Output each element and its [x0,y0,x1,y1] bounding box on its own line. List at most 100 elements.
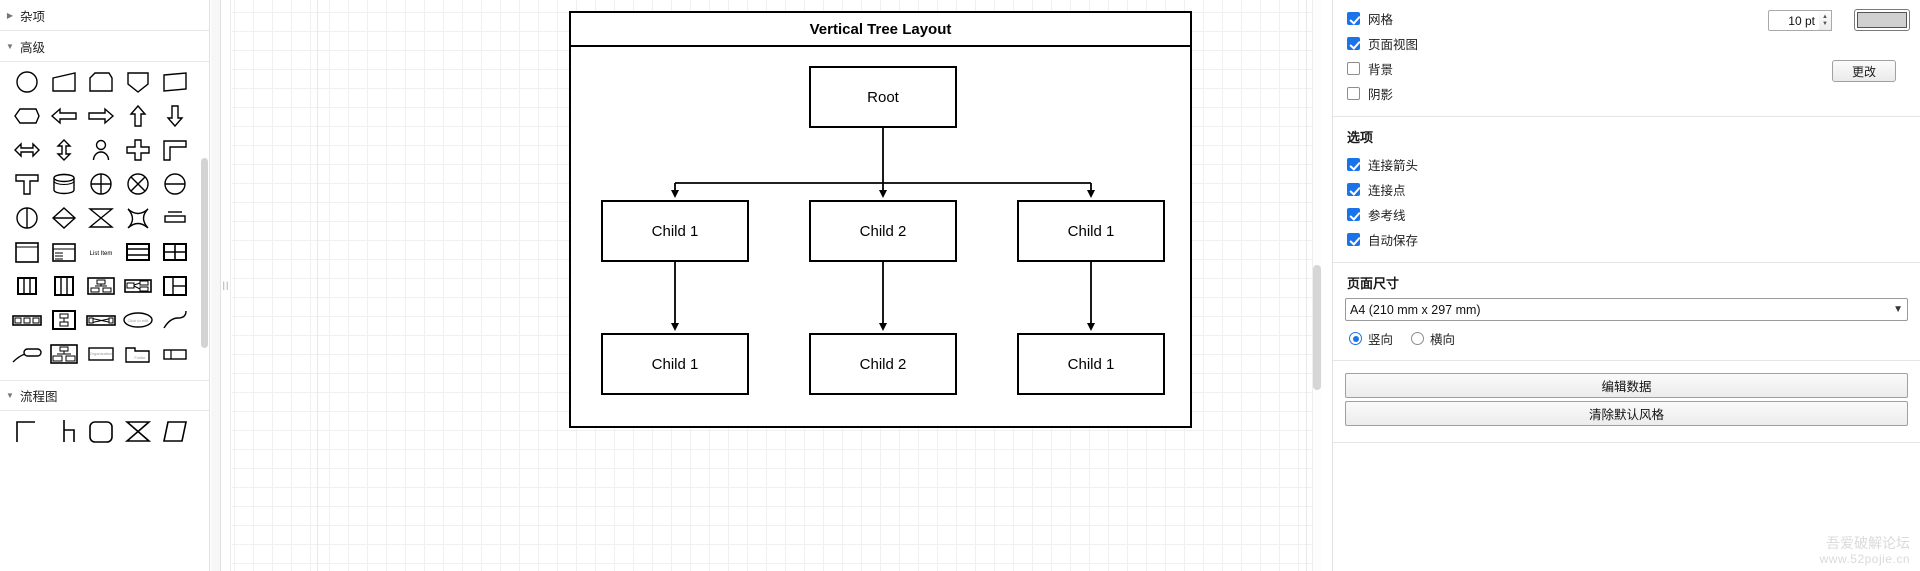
node-label: Child 1 [1067,355,1115,373]
checkbox-row-connection-points[interactable]: 连接点 [1345,177,1908,202]
node-child-1-3[interactable]: Child 1 [1017,200,1165,262]
connection-points-checkbox[interactable] [1347,183,1360,196]
shape-fc-parallelogram[interactable] [156,414,193,448]
shape-circle-cross-quarters[interactable] [82,167,119,201]
node-child-1-2[interactable]: Child 2 [809,200,957,262]
node-child-1-1[interactable]: Child 1 [601,200,749,262]
node-child-2-2[interactable]: Child 2 [809,333,957,395]
page-view-checkbox[interactable] [1347,37,1360,50]
orientation-portrait-radio[interactable] [1349,332,1362,345]
grid-size-spinner[interactable]: ▲▼ [1819,10,1832,31]
shape-ui-network[interactable] [82,303,119,337]
shape-fc-bowtie[interactable] [119,414,156,448]
shape-ui-flow-horizontal[interactable] [119,269,156,303]
checkbox-row-page-view[interactable]: 页面视图 [1345,31,1908,56]
shape-concave-star[interactable] [119,201,156,235]
sidebar-splitter[interactable] [211,0,221,571]
node-child-2-1[interactable]: Child 1 [601,333,749,395]
shape-actor[interactable] [82,133,119,167]
splitter-grip-icon[interactable]: || [222,280,230,290]
shape-grid-advanced: List Item Click to edit Organization Fol… [0,62,209,374]
shape-circle[interactable] [8,65,45,99]
background-change-button[interactable]: 更改 [1832,60,1896,82]
orientation-landscape-radio[interactable] [1411,332,1425,345]
shape-ui-rect-label[interactable]: Organization [82,337,119,371]
checkbox-row-guides[interactable]: 参考线 [1345,202,1908,227]
shape-bowtie[interactable] [82,201,119,235]
palette-section-flowchart[interactable]: ▼ 流程图 [0,380,209,411]
sidebar-splitter-secondary[interactable] [221,0,231,571]
shape-fc-rounded-rect[interactable] [82,414,119,448]
node-label: Child 1 [1067,222,1115,240]
palette-section-misc[interactable]: ▶ 杂项 [0,0,209,31]
shape-trapezoid-right[interactable] [45,65,82,99]
autosave-checkbox[interactable] [1347,233,1360,246]
shape-ui-org-chart[interactable] [82,269,119,303]
shape-arrow-left[interactable] [45,99,82,133]
checkbox-row-autosave[interactable]: 自动保存 [1345,227,1908,252]
shape-diamond-split[interactable] [45,201,82,235]
shape-corner[interactable] [156,133,193,167]
shape-ui-pipeline[interactable] [8,303,45,337]
canvas-scrollbar-track[interactable] [1312,0,1322,571]
shape-ui-split-box[interactable] [156,337,193,371]
shape-tee[interactable] [8,167,45,201]
sidebar-scrollbar-thumb[interactable] [201,158,208,348]
shape-octagon-cut[interactable] [82,65,119,99]
shape-parallelogram[interactable] [156,65,193,99]
shape-arrow-right[interactable] [82,99,119,133]
shape-ui-columns-3[interactable] [8,269,45,303]
shape-ui-columns-3b[interactable] [45,269,82,303]
grid-checkbox[interactable] [1347,12,1360,25]
shape-ui-window[interactable] [8,235,45,269]
shape-cross[interactable] [119,133,156,167]
shape-ui-list-item[interactable]: List Item [82,235,119,269]
shape-ui-hierarchy[interactable] [45,337,82,371]
connection-arrows-checkbox[interactable] [1347,158,1360,171]
shadow-label: 阴影 [1368,88,1394,102]
shape-ui-folder[interactable]: Folder [119,337,156,371]
sidebar-scrollbar-track[interactable] [200,0,209,571]
grid-size-input[interactable]: 10 pt [1768,10,1820,31]
grid-color-swatch[interactable] [1854,9,1910,31]
shape-ui-form[interactable] [45,235,82,269]
shape-ui-vertical-flow[interactable] [45,303,82,337]
edit-data-button[interactable]: 编辑数据 [1345,373,1908,398]
background-checkbox[interactable] [1347,62,1360,75]
shape-ui-table-rows[interactable] [119,235,156,269]
shape-cylinder[interactable] [45,167,82,201]
checkbox-row-background[interactable]: 背景 [1345,56,1908,81]
shape-circle-half[interactable] [156,167,193,201]
shape-ui-panel-split[interactable] [156,269,193,303]
shape-circle-vertical-split[interactable] [8,201,45,235]
node-root[interactable]: Root [809,66,957,128]
shape-ui-curve-line[interactable] [156,303,193,337]
shape-bus-bar[interactable] [156,201,193,235]
grid-size-value: 10 pt [1788,13,1815,28]
shape-ui-ellipse-label[interactable]: Click to edit [119,303,156,337]
shape-arrow-down[interactable] [156,99,193,133]
shape-ui-table-grid[interactable] [156,235,193,269]
checkbox-row-grid[interactable]: 网格 [1345,6,1908,31]
node-child-2-3[interactable]: Child 1 [1017,333,1165,395]
orientation-radio-group: 竖向 横向 [1345,321,1908,350]
shape-hexagon-flat[interactable] [8,99,45,133]
shadow-checkbox[interactable] [1347,87,1360,100]
clear-default-style-button[interactable]: 清除默认风格 [1345,401,1908,426]
shape-arrow-double-horizontal[interactable] [8,133,45,167]
checkbox-row-shadow[interactable]: 阴影 [1345,81,1908,106]
palette-section-advanced[interactable]: ▼ 高级 [0,31,209,62]
shape-fc-corner[interactable] [8,414,45,448]
shape-ui-callout-curve[interactable] [8,337,45,371]
shape-circle-x[interactable] [119,167,156,201]
checkbox-row-connection-arrows[interactable]: 连接箭头 [1345,152,1908,177]
shape-arrow-double-vertical[interactable] [45,133,82,167]
shape-arrow-up[interactable] [119,99,156,133]
diagram-canvas[interactable]: Vertical Tree Layout [232,0,1322,571]
diagram-container-shape[interactable]: Vertical Tree Layout [569,11,1192,428]
paper-size-select[interactable]: A4 (210 mm x 297 mm) ▼ [1345,298,1908,321]
guides-checkbox[interactable] [1347,208,1360,221]
shape-fc-tee-right[interactable] [45,414,82,448]
canvas-scrollbar-thumb[interactable] [1313,265,1321,390]
shape-pentagon-down[interactable] [119,65,156,99]
